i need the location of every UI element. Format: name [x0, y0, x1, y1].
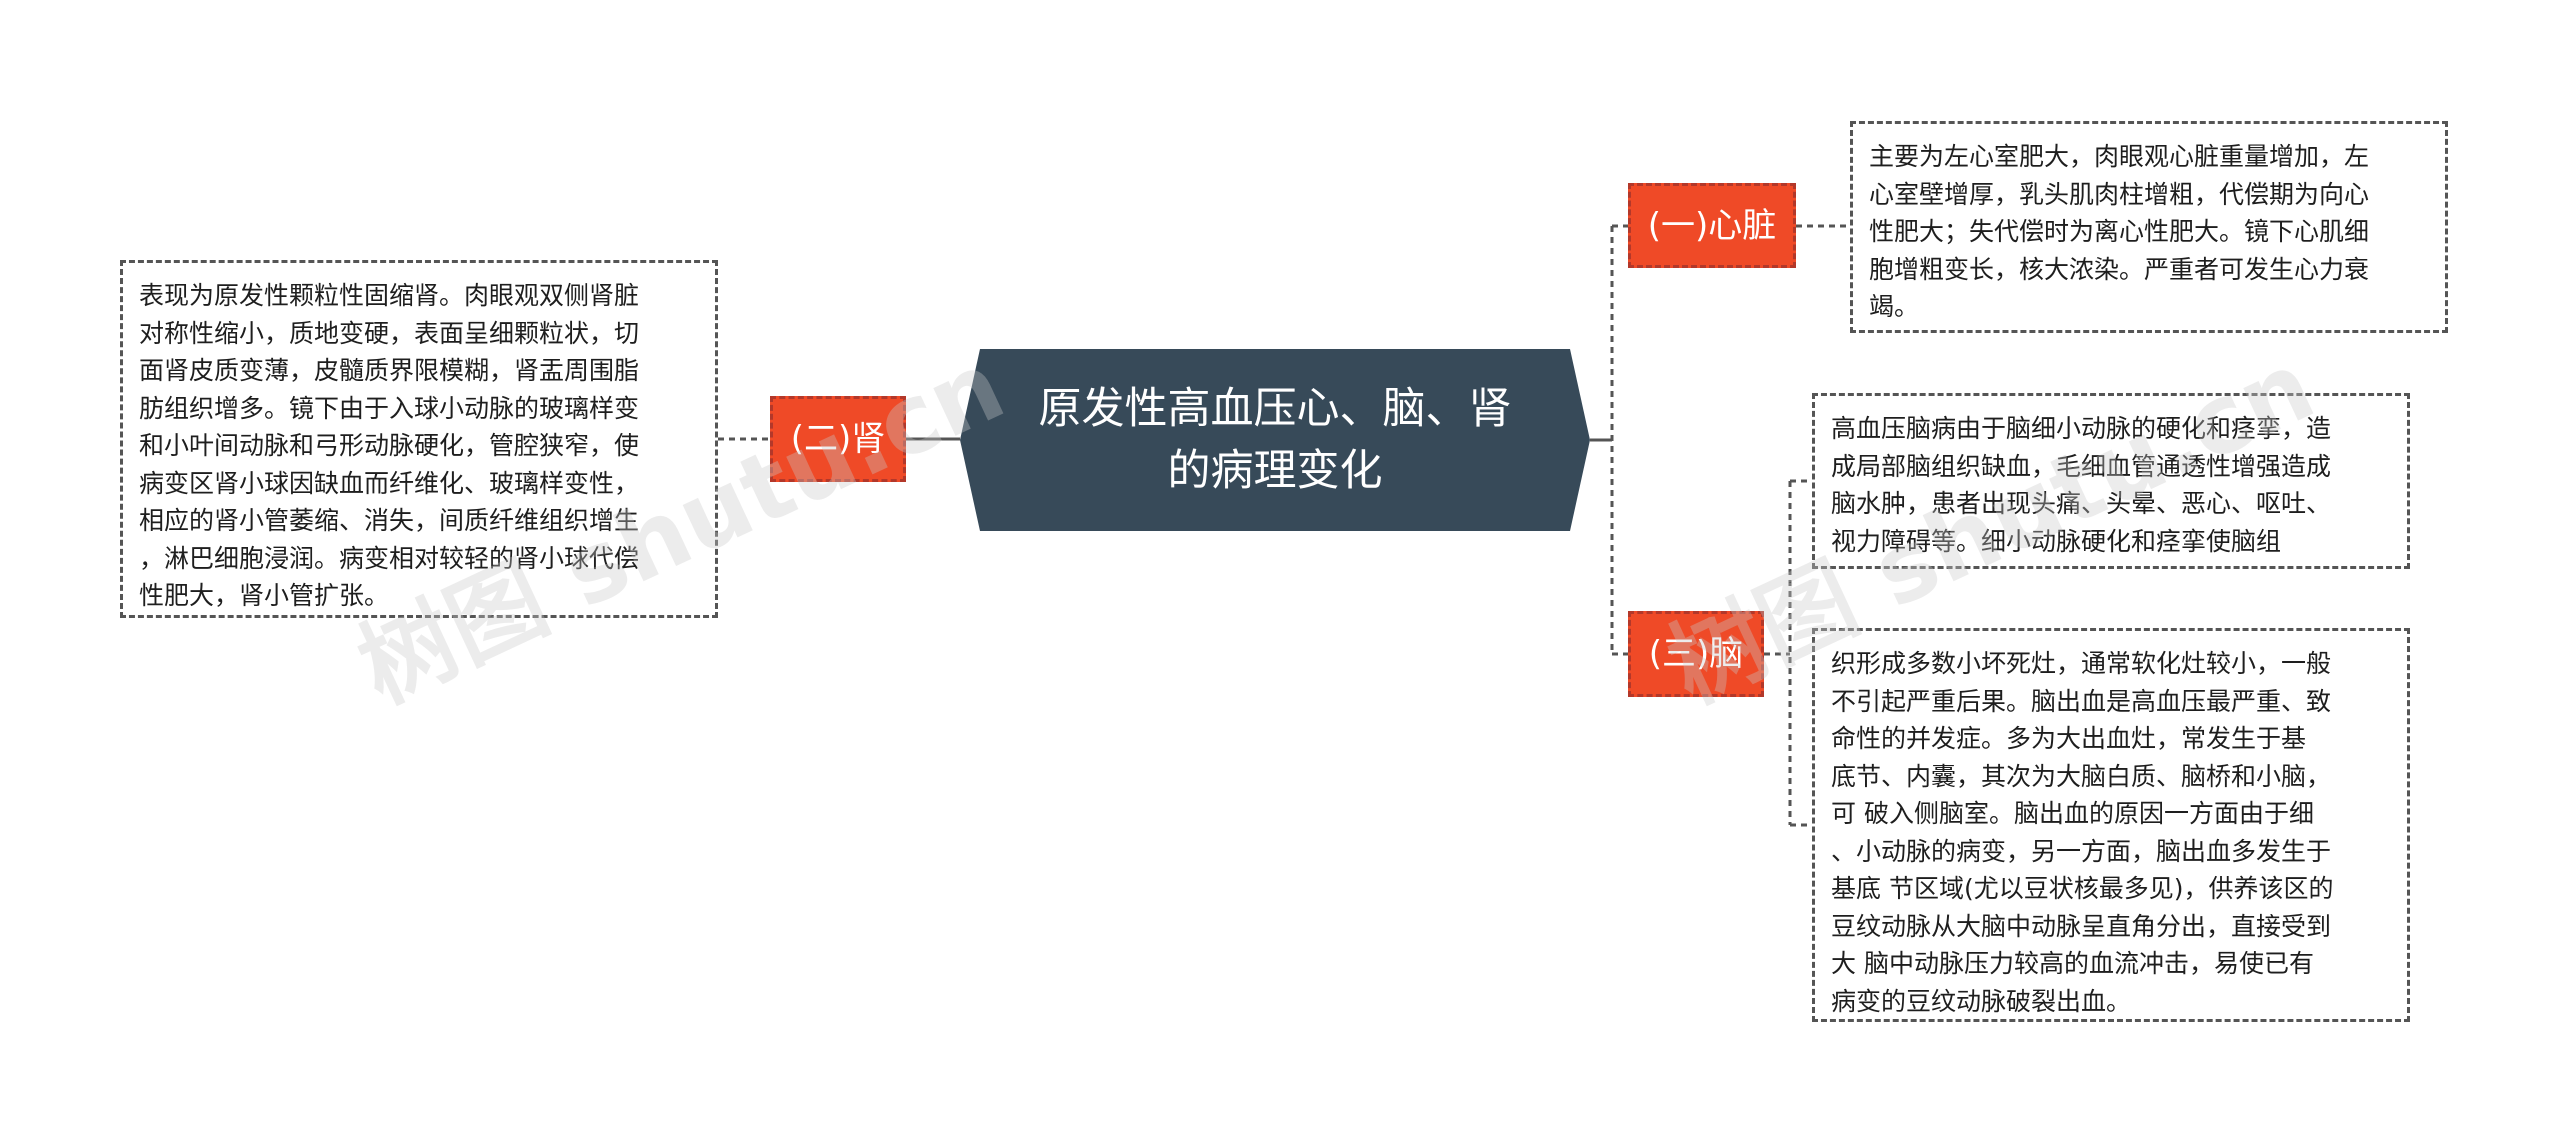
- leaf-brain-detail-2[interactable]: 织形成多数小坏死灶，通常软化灶较小，一般 不引起严重后果。脑出血是高血压最严重、…: [1812, 628, 2410, 1022]
- central-topic-title: 原发性高血压心、脑、肾 的病理变化: [1038, 384, 1512, 496]
- branch-heart[interactable]: (一)心脏: [1628, 183, 1796, 268]
- leaf-heart-detail[interactable]: 主要为左心室肥大，肉眼观心脏重量增加，左 心室壁增厚，乳头肌肉柱增粗，代偿期为向…: [1850, 121, 2448, 333]
- central-topic-shape: [960, 349, 1590, 531]
- leaf-kidney-detail[interactable]: 表现为原发性颗粒性固缩肾。肉眼观双侧肾脏 对称性缩小，质地变硬，表面呈细颗粒状，…: [120, 260, 718, 618]
- leaf-brain-text-2: 织形成多数小坏死灶，通常软化灶较小，一般 不引起严重后果。脑出血是高血压最严重、…: [1831, 649, 2334, 1016]
- leaf-heart-text: 主要为左心室肥大，肉眼观心脏重量增加，左 心室壁增厚，乳头肌肉柱增粗，代偿期为向…: [1869, 142, 2370, 321]
- leaf-brain-text-1: 高血压脑病由于脑细小动脉的硬化和痉挛，造 成局部脑组织缺血，毛细血管通透性增强造…: [1831, 414, 2332, 556]
- branch-brain[interactable]: (三)脑: [1628, 611, 1764, 697]
- central-topic[interactable]: 原发性高血压心、脑、肾 的病理变化: [960, 349, 1590, 531]
- leaf-brain-detail-1[interactable]: 高血压脑病由于脑细小动脉的硬化和痉挛，造 成局部脑组织缺血，毛细血管通透性增强造…: [1812, 393, 2410, 569]
- leaf-kidney-text: 表现为原发性颗粒性固缩肾。肉眼观双侧肾脏 对称性缩小，质地变硬，表面呈细颗粒状，…: [139, 281, 640, 610]
- branch-kidney[interactable]: (二)肾: [770, 396, 906, 482]
